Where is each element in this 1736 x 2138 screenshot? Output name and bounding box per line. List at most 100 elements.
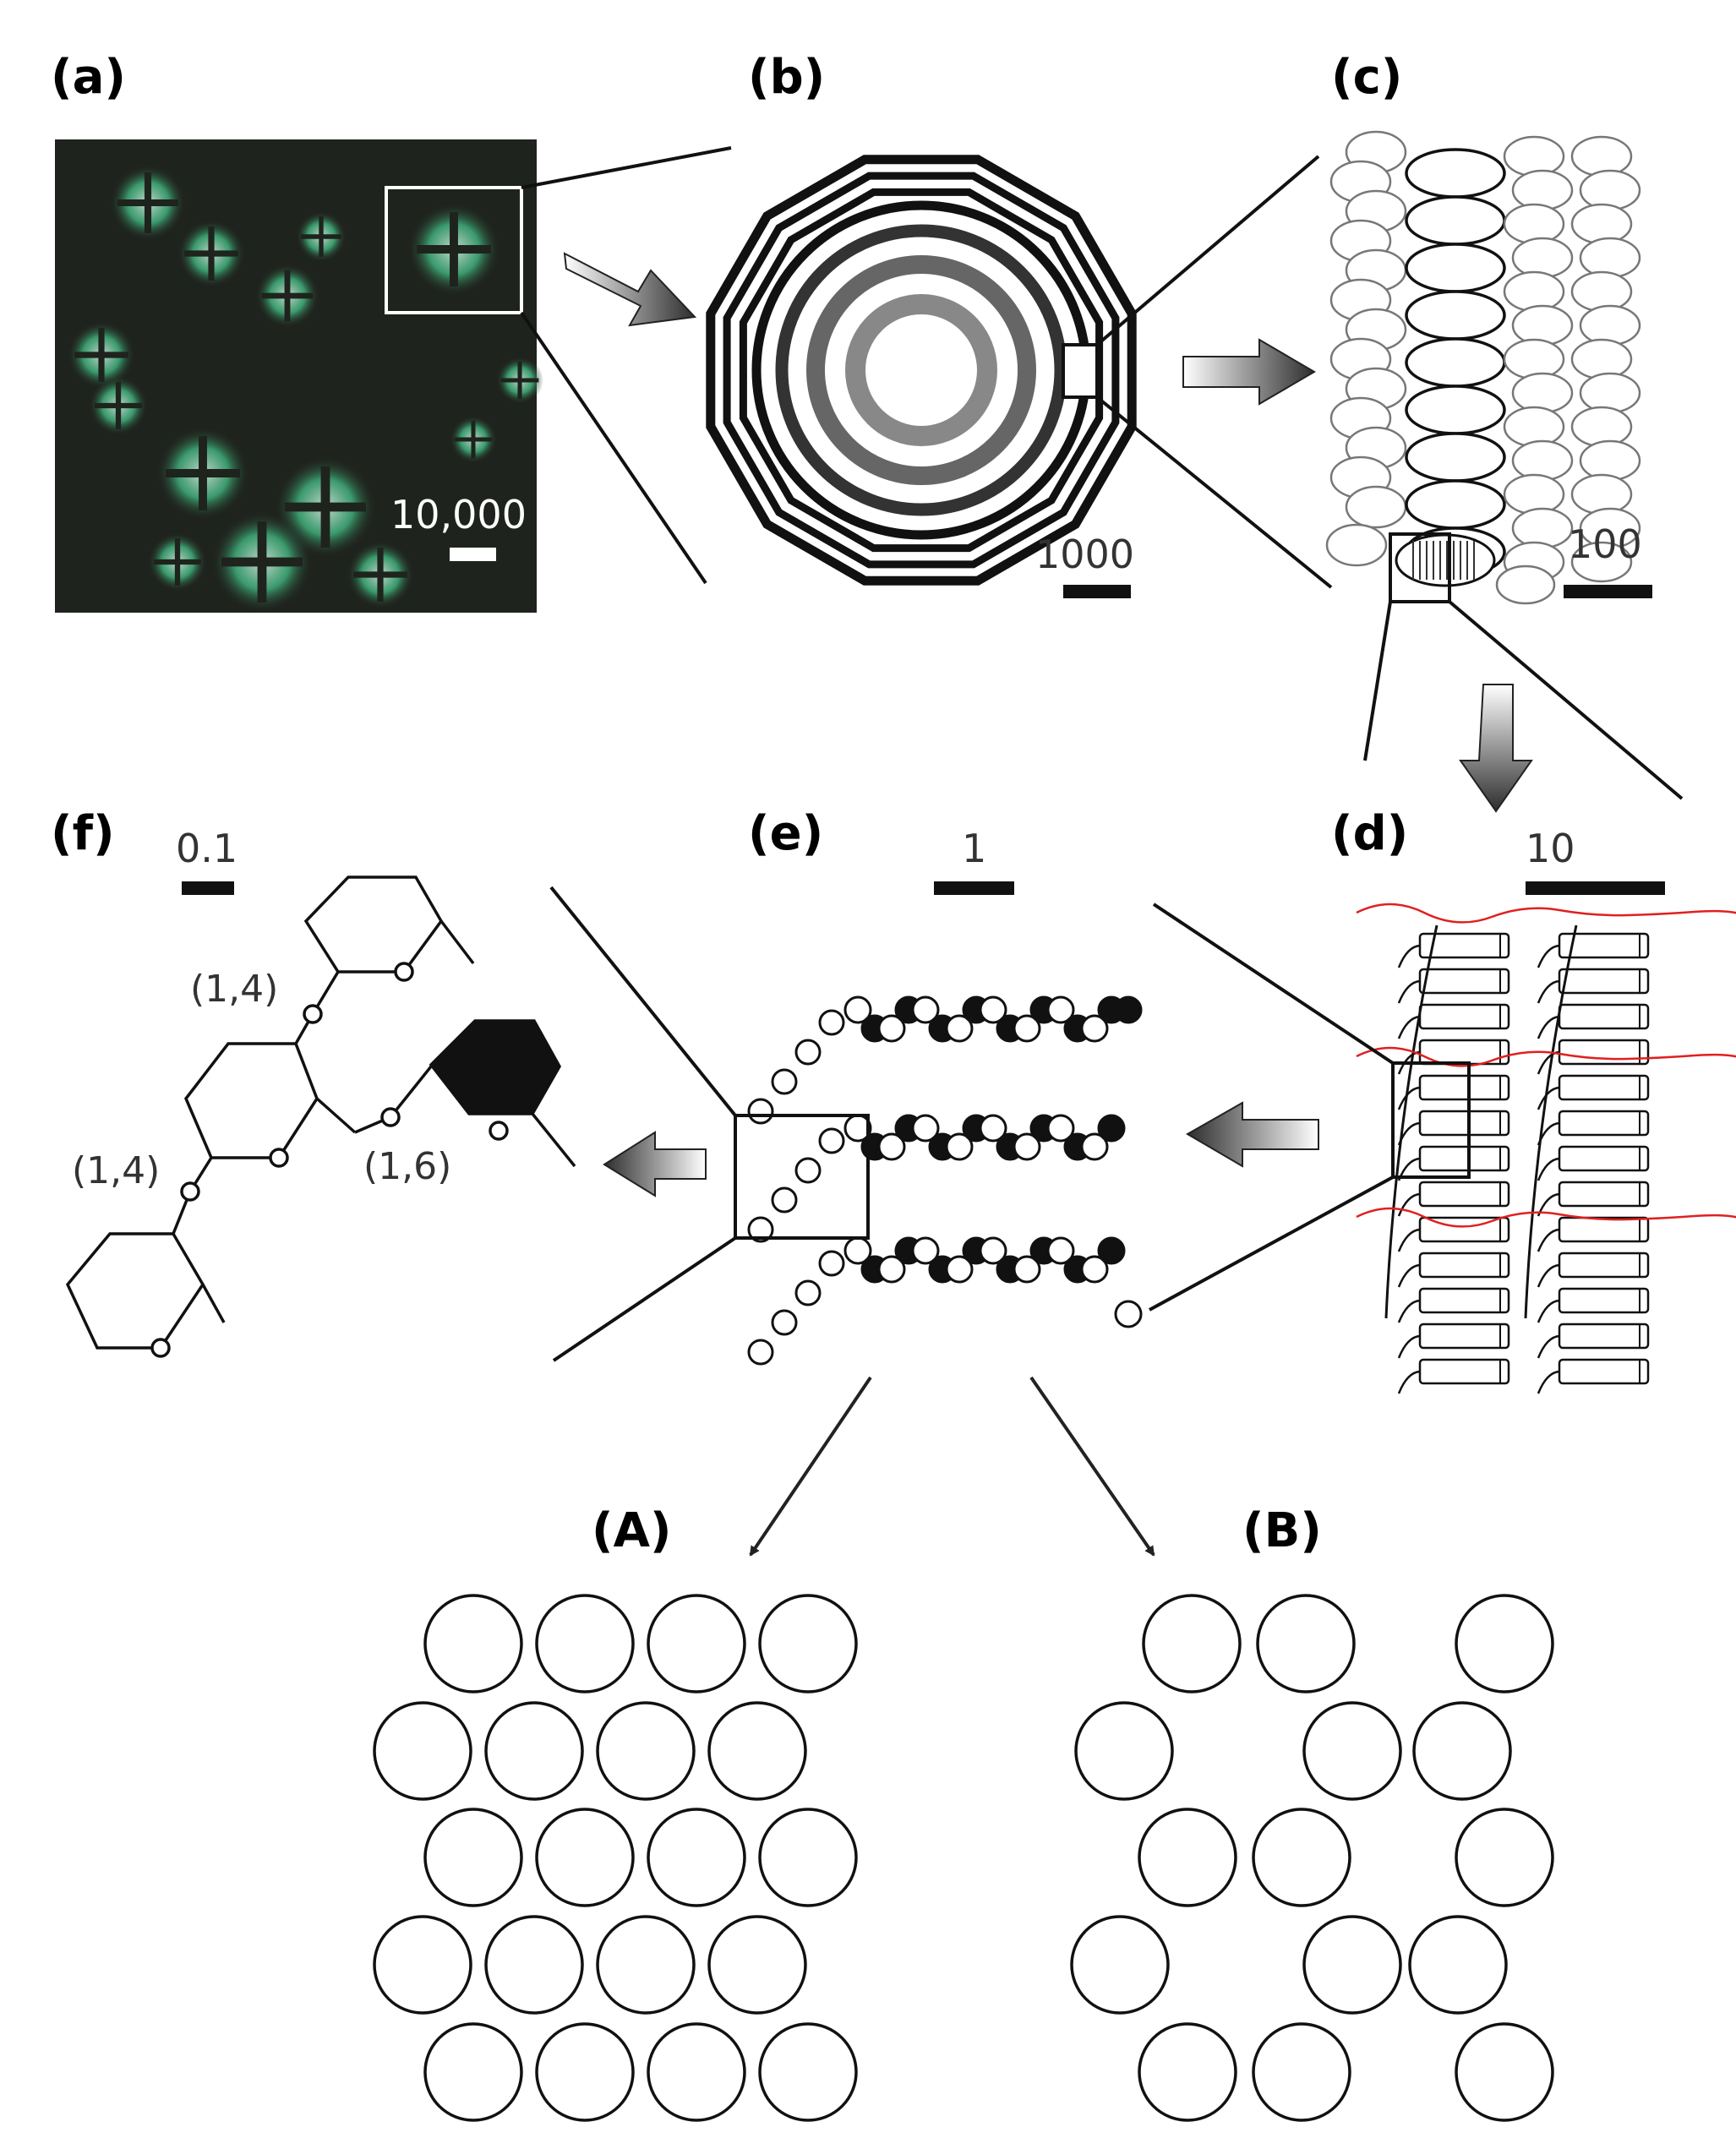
blocklet-main xyxy=(1405,479,1506,530)
glucose-unit-open xyxy=(911,995,940,1024)
branch-chain xyxy=(1397,1192,1421,1217)
zoom-box-d xyxy=(1391,1061,1471,1179)
glucose-unit-open xyxy=(1114,1300,1143,1328)
branch-chain xyxy=(1397,1370,1421,1394)
backbone-chain xyxy=(1524,924,1578,1319)
ring-oxygen xyxy=(489,1121,509,1141)
glucose-unit-open xyxy=(1013,1132,1041,1161)
helix-cross-section xyxy=(535,1594,635,1693)
scale-label-a: 10,000 xyxy=(390,492,527,537)
glucose-unit-open xyxy=(945,1014,974,1043)
branch-chain xyxy=(1537,1299,1560,1323)
glycosidic-oxygen xyxy=(180,1181,200,1202)
helix-cross-section xyxy=(1408,1915,1508,2015)
helix-cross-section xyxy=(1070,1915,1170,2015)
panel-label-A: (A) xyxy=(592,1503,672,1558)
ring-oxygen xyxy=(269,1148,289,1168)
glucose-unit-open xyxy=(818,1009,845,1036)
glucose-unit-open xyxy=(877,1255,906,1284)
helix-cross-section xyxy=(1455,1594,1554,1693)
helix-cross-section xyxy=(373,1915,472,2015)
glucose-unit-open xyxy=(911,1236,940,1265)
scale-label-e: 1 xyxy=(962,826,986,871)
helix-cross-section xyxy=(596,1701,696,1801)
scale-label-c: 100 xyxy=(1568,521,1642,567)
branch-chain xyxy=(1537,1370,1560,1394)
scale-label-b: 1000 xyxy=(1035,532,1134,577)
panel-label-d: (d) xyxy=(1331,806,1408,861)
helix-cross-section xyxy=(1142,1594,1242,1693)
helix-cross-section xyxy=(1455,2022,1554,2122)
amylopectin-double-helix xyxy=(1418,1074,1510,1101)
helix-cross-section xyxy=(1138,1808,1237,1907)
scale-bar-e xyxy=(934,881,1014,895)
helix-cross-section xyxy=(596,1915,696,2015)
ring-6 xyxy=(806,255,1036,485)
blocklet xyxy=(1570,270,1633,313)
zoom-line-b-bottom xyxy=(1095,395,1333,589)
glucose-unit-open xyxy=(818,1250,845,1277)
glucose-unit-open xyxy=(818,1127,845,1154)
blocklet xyxy=(1511,169,1574,211)
branch-chain xyxy=(1537,1086,1560,1110)
amylopectin-double-helix xyxy=(1418,1252,1510,1279)
glucose-unit-open xyxy=(794,1039,822,1066)
blocklet xyxy=(1570,338,1633,380)
panel-label-a: (a) xyxy=(51,50,126,105)
helix-cross-section xyxy=(423,2022,523,2122)
glucose-unit-open xyxy=(771,1186,798,1214)
a-type-packing xyxy=(373,1594,858,2122)
blocklet-main xyxy=(1405,432,1506,483)
glucose-unit-open xyxy=(979,995,1007,1024)
glucose-unit-open xyxy=(794,1157,822,1184)
glucose-unit-open xyxy=(979,1236,1007,1265)
amylopectin-double-helix xyxy=(1418,1110,1510,1137)
glucose-unit-open xyxy=(877,1014,906,1043)
amylopectin-double-helix xyxy=(1418,1358,1510,1385)
glucose-unit-open xyxy=(877,1132,906,1161)
glucose-unit-open xyxy=(1046,1236,1075,1265)
arrow-b-to-c xyxy=(1182,338,1316,406)
arrow-e-to-f xyxy=(603,1131,707,1197)
backbone-chain xyxy=(1384,924,1438,1319)
blocklet xyxy=(1503,473,1565,515)
glucose-unit-open xyxy=(945,1255,974,1284)
glucose-unit-open xyxy=(1080,1255,1109,1284)
arrow-e-to-B xyxy=(1029,1376,1155,1557)
amylopectin-double-helix xyxy=(1418,1287,1510,1314)
branch-chain xyxy=(1537,1263,1560,1288)
starch-granules xyxy=(68,165,543,613)
helix-cross-section xyxy=(535,2022,635,2122)
branch-chain xyxy=(1397,1086,1421,1110)
blocklet-main xyxy=(1405,148,1506,199)
bond-label-1-4-upper: (1,4) xyxy=(190,968,278,1011)
blocklet xyxy=(1495,564,1556,605)
arrow-c-to-d xyxy=(1459,684,1533,813)
blocklet-main xyxy=(1405,337,1506,388)
blocklet-main xyxy=(1405,385,1506,435)
amylopectin-double-helix xyxy=(1558,1110,1650,1137)
blocklet xyxy=(1511,439,1574,482)
helix-cross-section xyxy=(423,1808,523,1907)
glucose-ring-top xyxy=(303,875,444,974)
amylopectin-double-helix xyxy=(1558,1074,1650,1101)
helix-cross-section xyxy=(1252,1808,1351,1907)
amylopectin-double-helix xyxy=(1558,1252,1650,1279)
blocklet xyxy=(1579,304,1641,346)
blocklet xyxy=(1511,507,1574,549)
branch-chain xyxy=(1537,1334,1560,1359)
glucose-unit-filled xyxy=(1114,995,1143,1024)
branch-chain xyxy=(1397,1263,1421,1288)
helix-cross-section xyxy=(1074,1701,1174,1801)
branch-chain xyxy=(1397,979,1421,1004)
glucose-ring-bottom xyxy=(65,1232,205,1350)
glucose-unit-open xyxy=(945,1132,974,1161)
double-helices-panel-e xyxy=(747,995,1143,1366)
helix-cross-section xyxy=(647,2022,746,2122)
scale-bar-b xyxy=(1063,585,1131,598)
ring-oxygen xyxy=(394,962,414,982)
scale-bar-f xyxy=(182,881,234,895)
growth-rings-panel-b: 1000 xyxy=(706,155,1137,598)
glucose-unit-open xyxy=(747,1339,774,1366)
highlighted-blocklet xyxy=(1389,532,1496,603)
